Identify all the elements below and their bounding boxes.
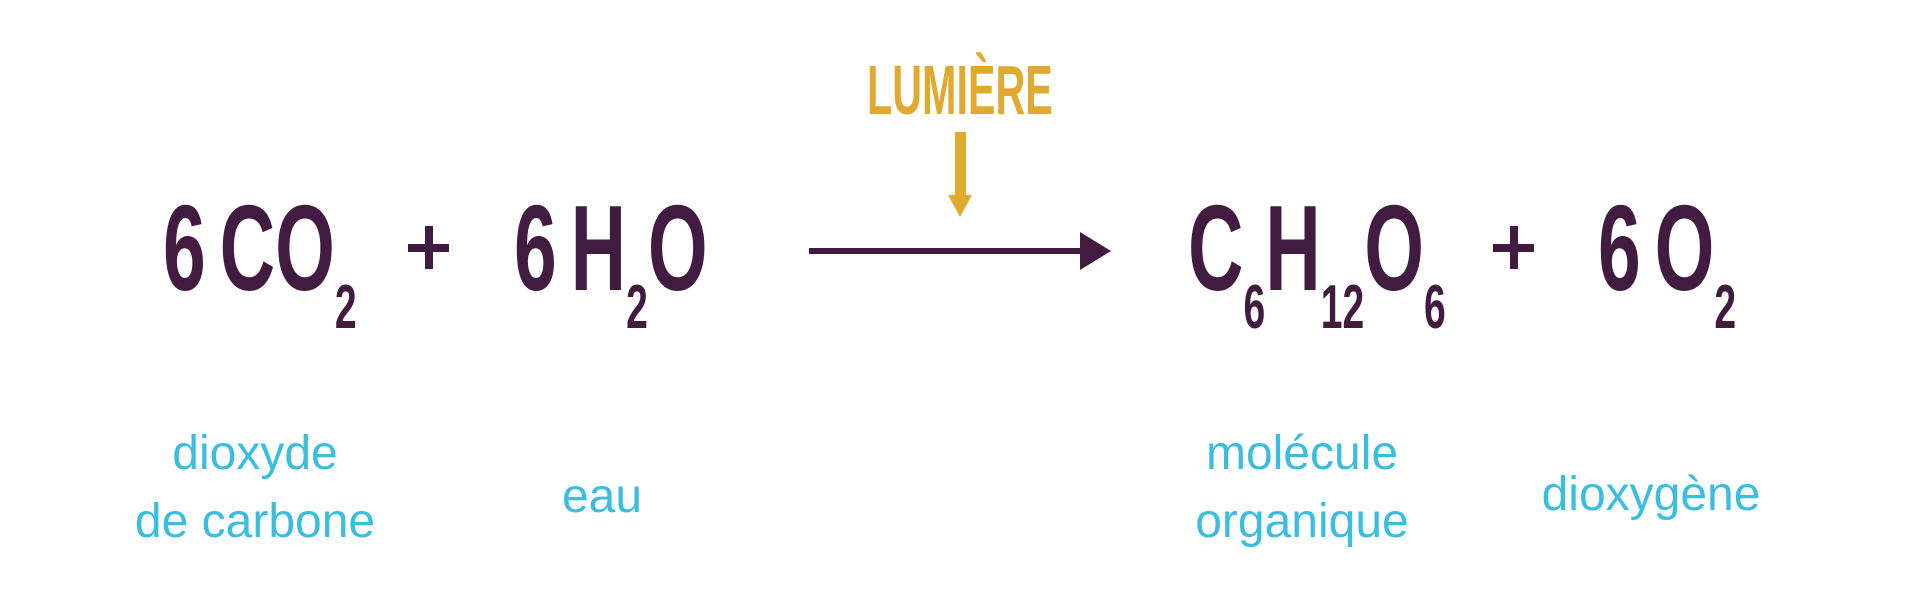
element-symbol: C bbox=[1188, 180, 1244, 316]
element-symbol: O bbox=[1364, 180, 1424, 316]
plus-sign bbox=[1493, 226, 1534, 269]
subscript: 6 bbox=[1243, 273, 1266, 342]
coefficient: 6 bbox=[514, 180, 557, 316]
reaction-arrow-line bbox=[809, 248, 1084, 254]
element-symbol: H bbox=[1265, 180, 1321, 316]
subscript: 12 bbox=[1320, 273, 1365, 342]
label-line: organique bbox=[1195, 495, 1409, 548]
label-water: eau bbox=[442, 463, 762, 531]
element-symbol: O bbox=[1654, 180, 1715, 316]
plus-sign bbox=[408, 226, 449, 269]
subscript: 2 bbox=[334, 273, 357, 342]
subscript: 2 bbox=[1714, 273, 1737, 342]
element-symbol: H bbox=[570, 180, 627, 316]
coefficient: 6 bbox=[163, 180, 206, 316]
coefficient: 6 bbox=[1598, 180, 1641, 316]
light-arrow-shaft bbox=[955, 132, 966, 197]
label-carbon-dioxide: dioxyde de carbone bbox=[95, 420, 415, 556]
light-label: LUMIÈRE bbox=[867, 51, 1053, 129]
label-glucose: molécule organique bbox=[1142, 420, 1462, 556]
label-line: dioxyde bbox=[172, 427, 338, 480]
label-line: de carbone bbox=[134, 495, 376, 548]
label-dioxygen: dioxygène bbox=[1491, 461, 1811, 529]
subscript: 6 bbox=[1423, 273, 1446, 342]
light-arrow-down-icon bbox=[948, 195, 972, 217]
formula-glucose: C6H12O6 bbox=[1188, 180, 1446, 339]
element-symbol: O bbox=[647, 180, 708, 316]
subscript: 2 bbox=[626, 273, 648, 342]
label-line: dioxygène bbox=[1541, 468, 1761, 521]
reaction-arrow-right-icon bbox=[1080, 232, 1111, 270]
element-symbol: CO bbox=[219, 180, 335, 316]
label-line: eau bbox=[561, 470, 643, 523]
label-line: molécule bbox=[1205, 427, 1399, 480]
